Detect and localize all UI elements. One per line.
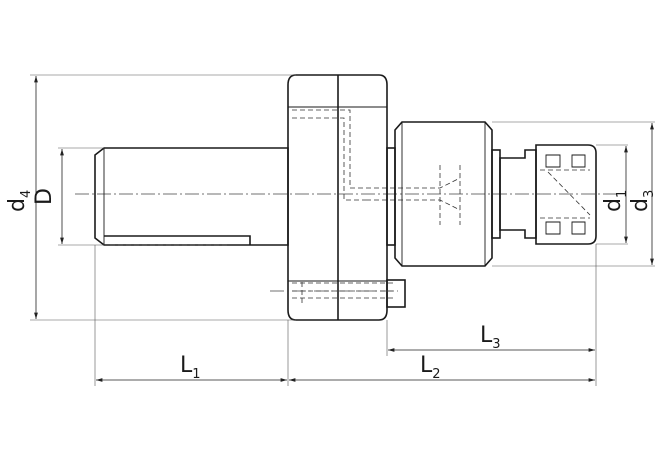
svg-text:d3: d3 [628,190,657,212]
label-d4: d4 [5,190,34,212]
label-L2: L2 [420,353,441,382]
shank [94,147,289,246]
label-L1: L1 [180,353,201,382]
svg-text:D: D [32,188,57,205]
label-d1: d1 [601,190,630,212]
label-L3: L3 [480,323,501,352]
clamping-nut [394,121,493,267]
svg-text:d4: d4 [5,190,34,212]
neck [386,147,396,246]
flange [287,74,461,321]
dimension-lines [34,76,654,382]
collet [491,144,597,245]
label-D: D [32,188,57,205]
svg-text:d1: d1 [601,190,630,212]
extension-lines [30,74,655,386]
label-d3: d3 [628,190,657,212]
locating-pin [270,279,406,308]
